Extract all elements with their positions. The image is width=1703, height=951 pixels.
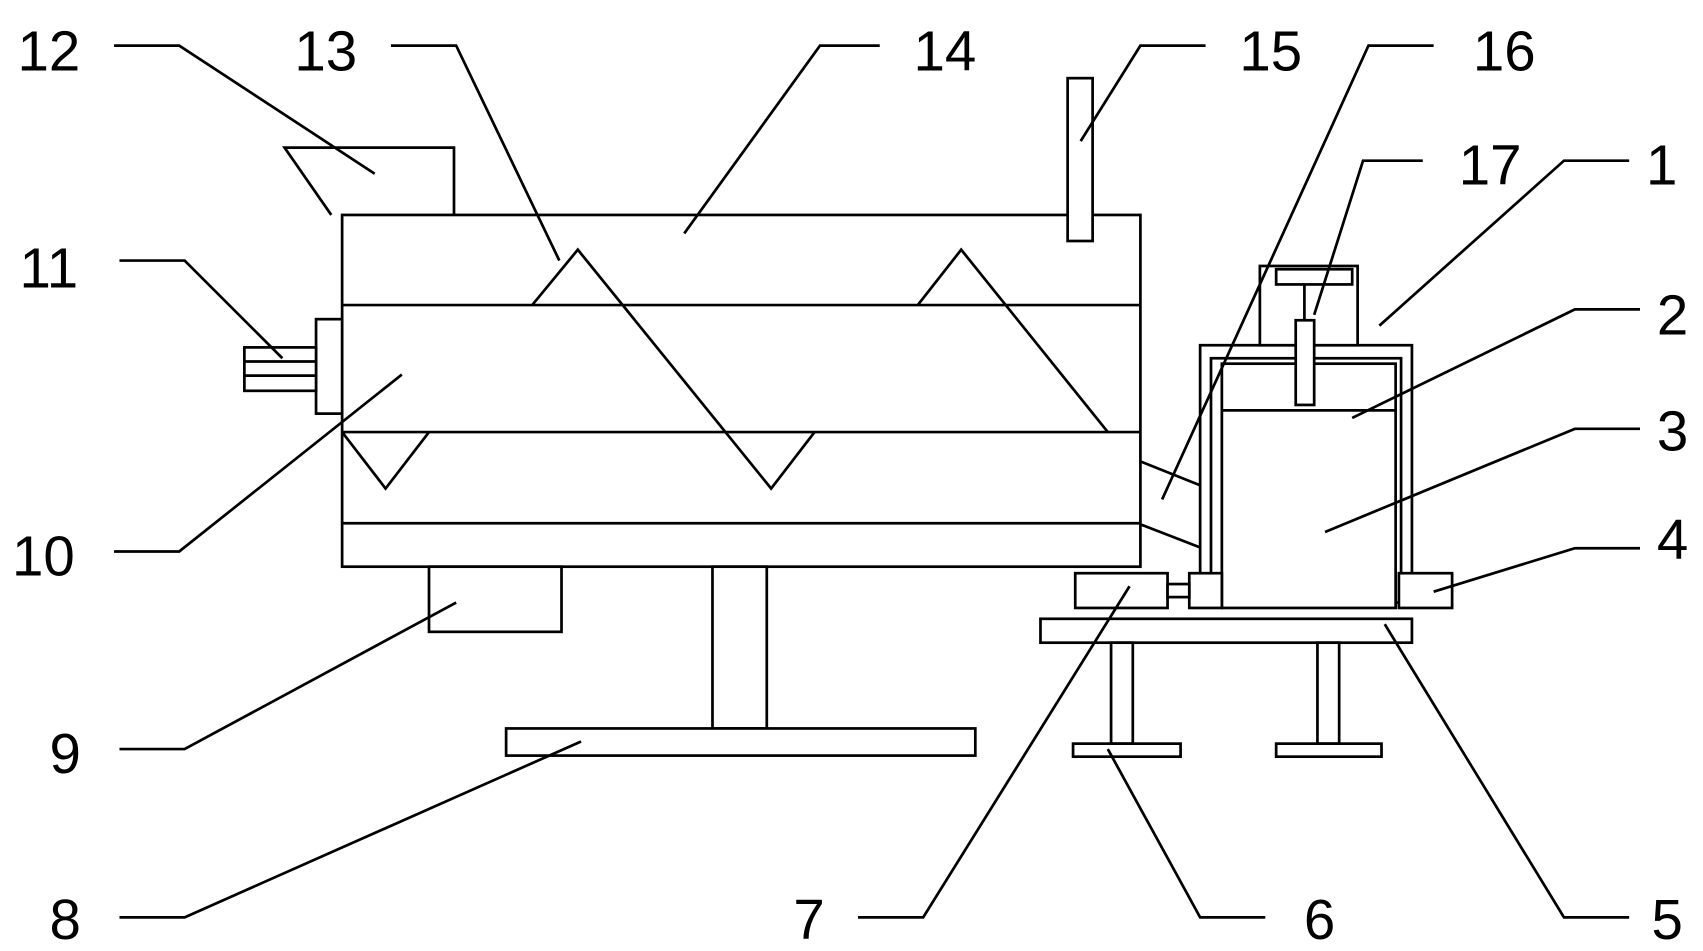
leader-lines	[114, 44, 1641, 919]
label-10: 10	[12, 524, 75, 587]
label-4: 4	[1657, 508, 1688, 571]
label-17: 17	[1459, 134, 1522, 197]
label-7: 7	[793, 888, 824, 951]
label-14: 14	[913, 20, 976, 83]
label-8: 8	[49, 888, 80, 951]
stand	[504, 565, 977, 757]
screw-blade	[341, 247, 1109, 491]
hopper	[281, 146, 456, 216]
right-assembly	[1039, 264, 1454, 759]
vent-pipe	[1066, 76, 1094, 243]
label-16: 16	[1473, 20, 1536, 83]
label-15: 15	[1239, 20, 1302, 83]
label-9: 9	[49, 722, 80, 785]
label-6: 6	[1304, 888, 1335, 951]
main-body	[340, 213, 1142, 569]
label-13: 13	[294, 20, 357, 83]
label-3: 3	[1657, 400, 1688, 463]
label-12: 12	[17, 20, 80, 83]
discharge-box	[427, 565, 563, 634]
left-motor	[243, 317, 344, 415]
part-labels: 12 13 14 15 16 17 1 2 3 4 5 6 7 8 9 10 1…	[12, 20, 1688, 951]
label-5: 5	[1651, 888, 1682, 951]
label-1: 1	[1646, 134, 1677, 197]
label-11: 11	[20, 237, 79, 300]
label-2: 2	[1657, 283, 1688, 346]
